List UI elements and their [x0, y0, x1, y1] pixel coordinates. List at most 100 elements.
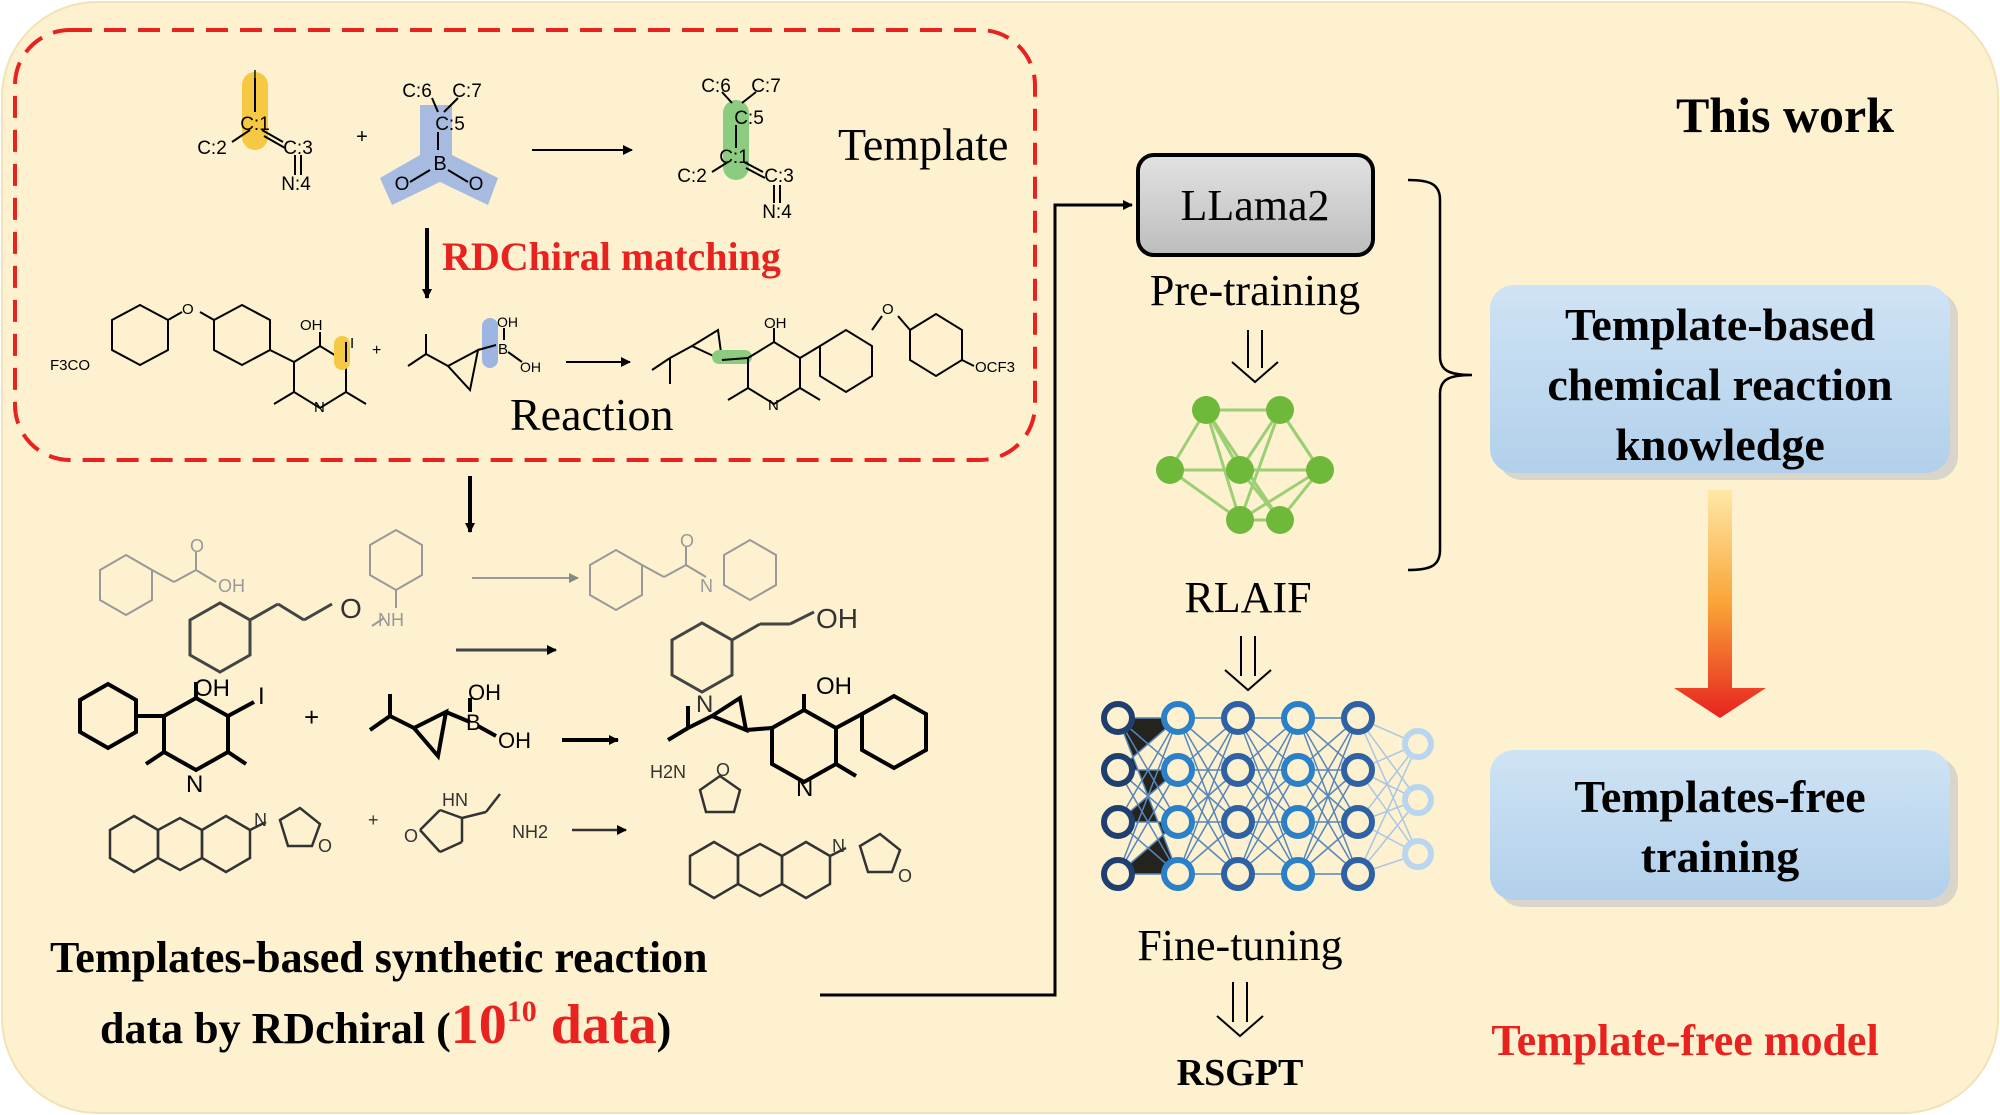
atom-n: N [696, 691, 713, 718]
network-node [1221, 753, 1255, 787]
gradient-down-arrow [1674, 490, 1766, 718]
atom-oh: OH [498, 728, 531, 753]
this-work-title: This work [1676, 87, 1894, 143]
network-node [1402, 784, 1434, 816]
network-node [1101, 701, 1135, 735]
atom-oh: OH [194, 675, 230, 702]
template-reactant-2: C:6 C:7 C:5 B O O [380, 81, 498, 205]
knowledge-line-1: Template-based [1565, 299, 1876, 350]
network-node [1226, 506, 1254, 534]
atom-c3: C:3 [283, 138, 313, 159]
caption-line-1: Templates-based synthetic reaction [50, 933, 708, 982]
atom-oh-right: OH [520, 359, 541, 375]
stack-plus-front: + [304, 702, 319, 732]
atom-oh: OH [218, 576, 245, 596]
connector-to-llama [820, 200, 1133, 997]
atom-c5: C:5 [435, 114, 465, 135]
network-node [1221, 857, 1255, 891]
atom-i: I [350, 335, 354, 352]
atom-c7: C:7 [751, 76, 781, 97]
double-arrow-3 [1216, 982, 1264, 1038]
network-node [1101, 753, 1135, 787]
atom-c1: C:1 [240, 114, 270, 135]
atom-i: I [253, 67, 257, 84]
template-free-line-1: Templates-free [1574, 771, 1865, 822]
network-node [1341, 857, 1375, 891]
network-node [1402, 728, 1434, 760]
stack-reaction-middle [188, 601, 815, 694]
network-node [1266, 506, 1294, 534]
caption-line-2: data by RDchiral (1010 data) [100, 994, 671, 1056]
template-free-model-label: Template-free model [1491, 1016, 1878, 1065]
atom-n: N [832, 836, 845, 856]
atom-o1: O [395, 174, 410, 195]
atom-ocf3: OCF3 [975, 359, 1015, 376]
atom-o2: O [469, 174, 484, 195]
network-node [1281, 805, 1315, 839]
atom-c3: C:3 [764, 166, 794, 187]
network-node [1156, 456, 1184, 484]
stack-reaction-bottom-labels: N O HN O NH2 H2N O N O [254, 760, 912, 886]
caption-close-paren: ) [657, 1004, 672, 1053]
reaction-label: Reaction [510, 389, 674, 440]
atom-o: O [318, 836, 332, 856]
network-node [1341, 701, 1375, 735]
network-node [1226, 456, 1254, 484]
atom-oh: OH [764, 315, 787, 332]
atom-n4: N:4 [281, 174, 311, 195]
network-node [1341, 753, 1375, 787]
atom-o: O [340, 593, 362, 624]
stack-reaction-back [99, 528, 777, 627]
network-node [1192, 396, 1220, 424]
reaction-reactant-1 [111, 303, 367, 410]
reaction-reactant-2 [407, 318, 523, 393]
reaction-product-labels: OH N O OCF3 [764, 301, 1015, 414]
caption-data-word: data [537, 994, 657, 1056]
atom-n: N [186, 771, 203, 798]
atom-c6: C:6 [402, 81, 432, 102]
atom-n4: N:4 [762, 202, 792, 223]
stack-reaction-middle-labels: O OH N [340, 593, 858, 718]
llama2-label: LLama2 [1180, 181, 1329, 230]
atom-nh2: NH2 [512, 822, 548, 842]
network-node [1101, 805, 1135, 839]
atom-b: B [433, 153, 446, 175]
template-label: Template [838, 119, 1008, 170]
atom-o: O [190, 536, 204, 556]
stack-reaction-front-labels: OH I N OH B OH OH N [186, 673, 852, 802]
network-node [1266, 396, 1294, 424]
atom-o: O [404, 826, 418, 846]
network-node [1161, 805, 1195, 839]
atom-c5: C:5 [734, 108, 764, 129]
atom-oh: OH [816, 673, 852, 700]
atom-f3co: F3CO [50, 357, 90, 374]
atom-c1: C:1 [719, 147, 749, 168]
atom-n: N [768, 397, 779, 414]
atom-c2: C:2 [197, 138, 227, 159]
atom-o: O [716, 760, 730, 780]
caption-number-base: 10 [451, 994, 507, 1056]
double-arrow-1 [1231, 330, 1279, 384]
atom-oh: OH [816, 603, 858, 634]
atom-n: N [254, 810, 267, 830]
atom-b: B [466, 710, 481, 735]
reaction-reactant-2-labels: OH B OH [497, 314, 541, 375]
fine-tuning-label: Fine-tuning [1137, 921, 1342, 970]
rdchiral-matching-label: RDChiral matching [442, 234, 781, 279]
pre-training-label: Pre-training [1150, 266, 1360, 315]
stack-reaction-front [78, 681, 928, 785]
network-node [1341, 805, 1375, 839]
grouping-brace [1407, 178, 1473, 572]
network-node [1281, 701, 1315, 735]
network-node [1221, 701, 1255, 735]
stack-reaction-back-labels: O OH NH O N [190, 531, 713, 630]
atom-n: N [796, 775, 813, 802]
rsgpt-label: RSGPT [1177, 1052, 1304, 1094]
network-node [1306, 456, 1334, 484]
network-node [1221, 805, 1255, 839]
network-node [1402, 838, 1434, 870]
atom-b: B [498, 341, 508, 358]
atom-nh: NH [378, 610, 404, 630]
double-arrow-2 [1224, 636, 1272, 692]
reaction-product [651, 312, 975, 406]
